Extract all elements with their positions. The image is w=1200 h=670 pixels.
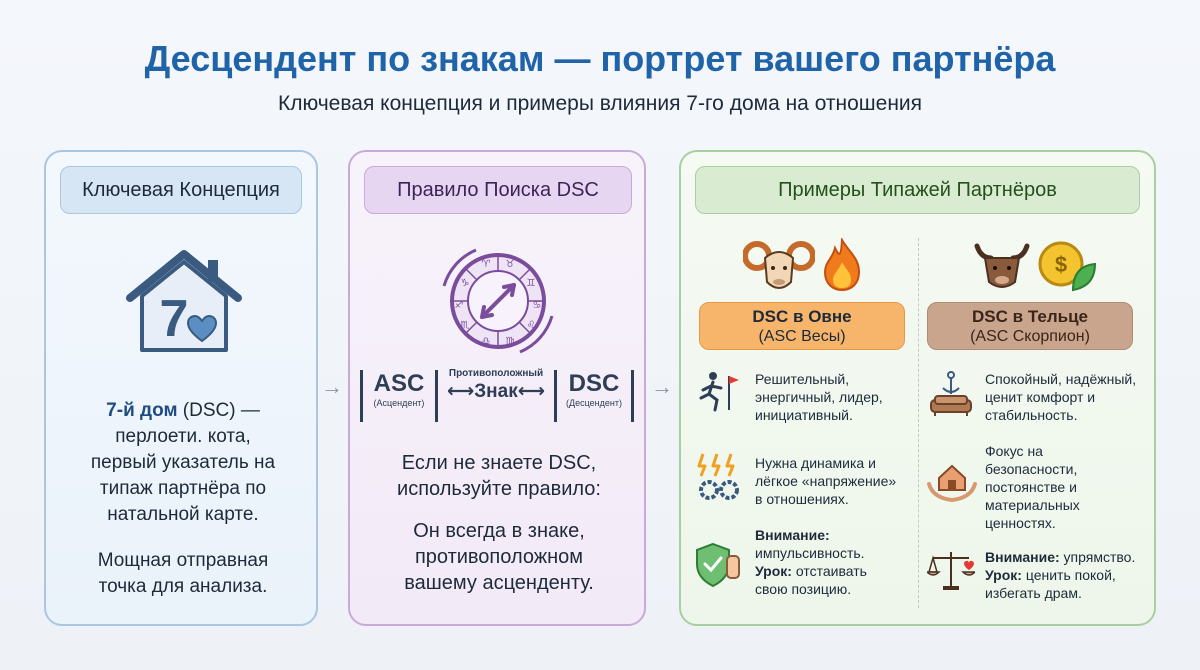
svg-text:♑: ♑ bbox=[461, 278, 470, 289]
seventh-house-label: 7-й дом bbox=[106, 400, 178, 421]
bull-icon bbox=[974, 243, 1030, 288]
panel-header-dsc-rule: Правило Поиска DSC bbox=[364, 166, 632, 214]
fire-icon bbox=[823, 238, 861, 292]
house-number: 7 bbox=[160, 290, 189, 348]
zodiac-wheel-icon: ♈ ♉ ♊ ♋ ♌ ♍ ♎ ♏ ♐ ♑ bbox=[442, 248, 554, 354]
svg-text:♏: ♏ bbox=[461, 320, 470, 331]
anchor-sofa-icon bbox=[930, 371, 972, 416]
rule-statement: Он всегда в знаке, противоположном вашем… bbox=[404, 520, 594, 594]
lightning-gears-icon bbox=[697, 453, 739, 500]
aries-trait-needs: Нужна динамика и лёгкое «напряжение» в о… bbox=[755, 455, 897, 507]
page-title: Десцендент по знакам — портрет вашего па… bbox=[144, 38, 1056, 79]
svg-text:♌: ♌ bbox=[527, 320, 536, 331]
svg-text:♊: ♊ bbox=[527, 278, 536, 289]
coin-leaf-icon: $ bbox=[1038, 241, 1097, 292]
rule-intro: Если не знаете DSC, используйте правило: bbox=[397, 452, 601, 500]
asc-bracket: ASC (Асцендент) bbox=[360, 370, 438, 422]
ram-icon bbox=[743, 241, 815, 289]
taurus-sign-card: DSC в Тельце (ASC Скорпион) bbox=[927, 302, 1133, 350]
svg-text:♉: ♉ bbox=[506, 259, 515, 270]
column-divider bbox=[918, 238, 919, 608]
panel-header-key-concept: Ключевая Концепция bbox=[60, 166, 302, 214]
aries-trait-warning: Внимание: импульсивность. Урок: отстаива… bbox=[755, 527, 867, 597]
svg-text:♍: ♍ bbox=[506, 336, 515, 347]
house-icon: 7 bbox=[126, 250, 242, 352]
runner-flag-icon bbox=[699, 372, 739, 412]
svg-text:♎: ♎ bbox=[482, 336, 491, 347]
aries-sign-card: DSC в Овне (ASC Весы) bbox=[699, 302, 905, 350]
svg-text:$: $ bbox=[1055, 252, 1067, 277]
taurus-trait-character: Спокойный, надёжный, ценит комфорт и ста… bbox=[985, 371, 1137, 423]
double-arrow-icon: ⟷ bbox=[447, 381, 475, 402]
svg-text:♐: ♐ bbox=[455, 300, 464, 311]
opposite-sign-connector: Противоположный ⟷Знак⟷ bbox=[447, 368, 545, 402]
panel-dsc-rule: Правило Поиска DSC ♈ ♉ ♊ ♋ ♌ ♍ ♎ ♏ ♐ ♑ ASC (Асц… bbox=[348, 150, 646, 626]
scales-heart-icon bbox=[927, 552, 975, 590]
double-arrow-icon: ⟷ bbox=[517, 381, 545, 402]
heart-icon bbox=[187, 315, 217, 343]
page-subtitle: Ключевая концепция и примеры влияния 7-г… bbox=[277, 92, 923, 115]
shield-hand-icon bbox=[696, 542, 740, 588]
aries-trait-character: Решительный, энергичный, лидер, инициати… bbox=[755, 371, 883, 423]
svg-text:♈: ♈ bbox=[482, 259, 491, 270]
panel-header-partner-examples: Примеры Типажей Партнёров bbox=[695, 166, 1140, 214]
panel-key-concept: Ключевая Концепция 7 7-й дом (DSC) — пер… bbox=[44, 150, 318, 626]
arrow-right-icon: → bbox=[651, 374, 673, 399]
svg-text:♋: ♋ bbox=[533, 300, 542, 311]
arrow-right-icon: → bbox=[321, 374, 343, 399]
dsc-bracket: DSC (Десцендент) bbox=[554, 370, 634, 422]
house-hands-icon bbox=[927, 464, 977, 503]
concept-note: Мощная отправная точка для анализа. bbox=[97, 550, 269, 597]
panel-partner-examples: Примеры Типажей Партнёров DSC в Овне (AS… bbox=[679, 150, 1156, 626]
taurus-trait-focus: Фокус на безопасности, постоянстве и мат… bbox=[985, 443, 1080, 531]
taurus-trait-warning: Внимание: упрямство. Урок: ценить покой,… bbox=[985, 549, 1136, 601]
